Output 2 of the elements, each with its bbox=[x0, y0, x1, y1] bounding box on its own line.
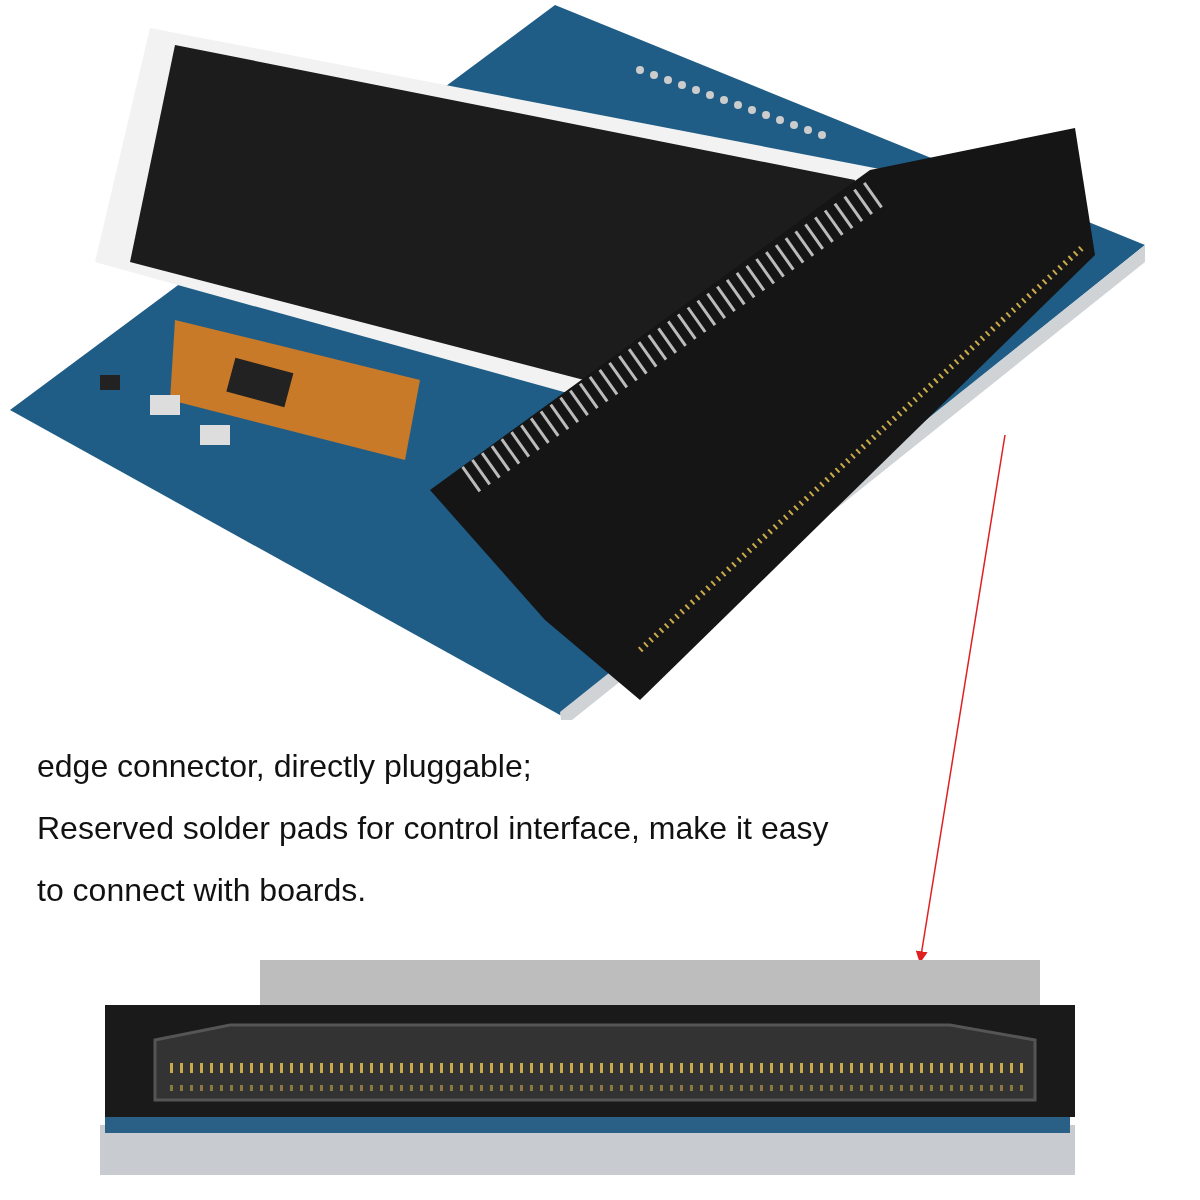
caption-text: Reserved solder pads for control interface, make it easy to connect with boards. bbox=[37, 809, 830, 910]
caption-text: edge connector, directly pluggable; bbox=[37, 747, 532, 786]
